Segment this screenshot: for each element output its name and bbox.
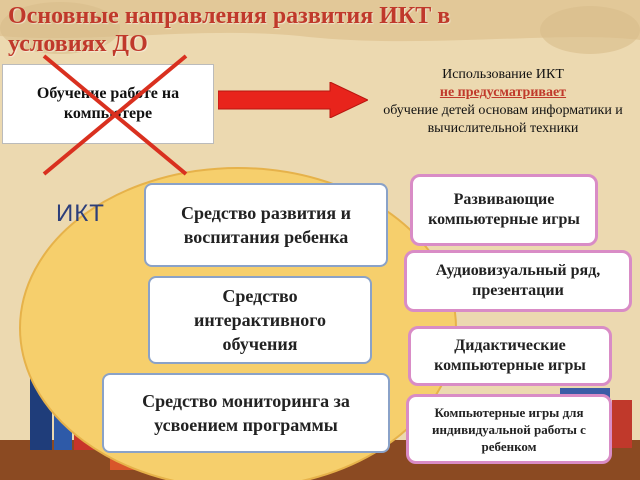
right-item-individual-games: Компьютерные игры для индивидуальной раб… bbox=[406, 394, 612, 464]
page-title: Основные направления развития ИКТ в усло… bbox=[8, 3, 451, 57]
right-item-label: Компьютерные игры для индивидуальной раб… bbox=[432, 404, 586, 454]
usage-note: Использование ИКТ не предусматривает обу… bbox=[370, 66, 636, 138]
left-item-development: Средство развития и воспитания ребенка bbox=[144, 183, 388, 267]
left-item-interactive: Средство интерактивного обучения bbox=[148, 276, 372, 364]
cross-out-icon bbox=[42, 54, 188, 176]
arrow-right-icon bbox=[218, 82, 368, 118]
right-item-label: Аудиовизуальный ряд, презентации bbox=[435, 262, 601, 299]
right-item-developing-games: Развивающие компьютерные игры bbox=[410, 174, 598, 246]
left-item-monitoring: Средство мониторинга за усвоением програ… bbox=[102, 373, 390, 453]
note-line-1: Использование ИКТ bbox=[442, 67, 564, 82]
note-line-2: обучение детей основам информатики и выч… bbox=[383, 103, 623, 136]
ikt-label: ИКТ bbox=[56, 200, 105, 227]
left-item-label: Средство мониторинга за усвоением програ… bbox=[142, 391, 350, 435]
right-item-label: Дидактические компьютерные игры bbox=[434, 337, 586, 374]
right-item-didactic-games: Дидактические компьютерные игры bbox=[408, 326, 612, 386]
note-highlight: не предусматривает bbox=[439, 85, 567, 100]
right-item-label: Развивающие компьютерные игры bbox=[428, 191, 580, 228]
right-item-audiovisual: Аудиовизуальный ряд, презентации bbox=[404, 250, 632, 312]
left-item-label: Средство развития и воспитания ребенка bbox=[181, 203, 351, 247]
crossed-box: Обучение работе на компьютере bbox=[2, 64, 214, 144]
left-item-label: Средство интерактивного обучения bbox=[194, 286, 326, 354]
